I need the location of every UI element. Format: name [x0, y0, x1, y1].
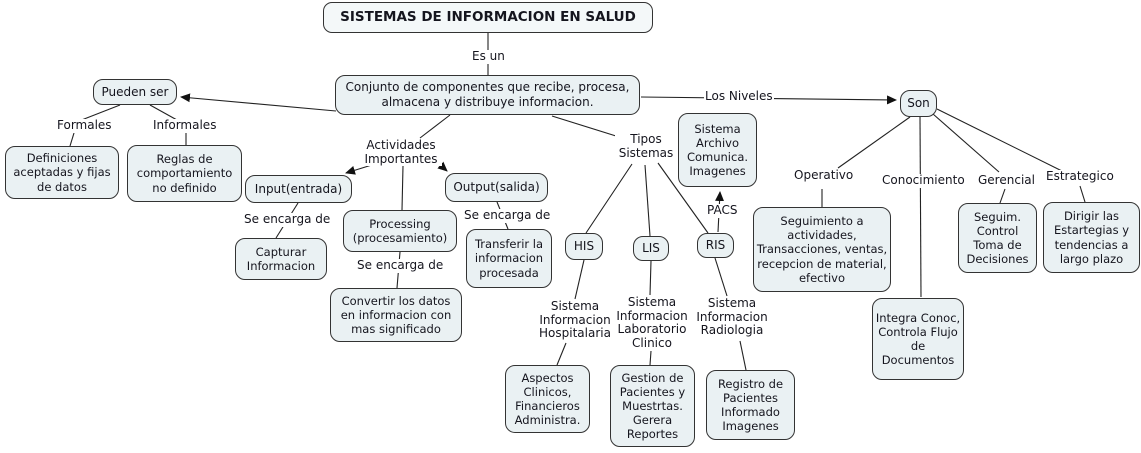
link-label-conocimiento[interactable]: Conocimiento [881, 173, 966, 188]
link-label-formales[interactable]: Formales [56, 118, 113, 133]
node-reglas[interactable]: Reglas de comportamiento no definido [127, 145, 242, 202]
link-label-se-encarga-de-output[interactable]: Se encarga de [463, 208, 552, 223]
node-processing[interactable]: Processing (procesamiento) [343, 210, 457, 252]
node-registro[interactable]: Registro de Pacientes Informado Imagenes [706, 370, 795, 440]
node-transferir[interactable]: Transferir la informacion procesada [466, 229, 552, 288]
link-label-sistema-informacion-radiologia[interactable]: Sistema Informacion Radiologia [692, 296, 772, 338]
link-label-gerencial[interactable]: Gerencial [977, 173, 1036, 188]
node-capturar[interactable]: Capturar Informacion [235, 238, 327, 280]
link-label-tipos-sistemas[interactable]: Tipos Sistemas [615, 132, 677, 161]
node-gestion[interactable]: Gestion de Pacientes y Muestrtas. Gerera… [610, 365, 695, 447]
node-dirigir[interactable]: Dirigir las Estartegias y tendencias a l… [1043, 202, 1140, 273]
node-seguim-control[interactable]: Seguim. Control Toma de Decisiones [958, 203, 1037, 273]
link-label-pacs[interactable]: PACS [706, 203, 739, 218]
node-input[interactable]: Input(entrada) [245, 175, 352, 203]
link-label-los-niveles[interactable]: Los Niveles [704, 89, 774, 104]
node-title[interactable]: SISTEMAS DE INFORMACION EN SALUD [323, 2, 653, 33]
node-integra[interactable]: Integra Conoc, Controla Flujo de Documen… [872, 298, 964, 380]
node-definiciones[interactable]: Definiciones aceptadas y fijas de datos [5, 146, 119, 199]
link-label-sistema-informacion-laboratorio[interactable]: Sistema Informacion Laboratorio Clinico [615, 295, 689, 351]
node-aspectos[interactable]: Aspectos Clinicos, Financieros Administr… [505, 365, 590, 433]
node-convertir[interactable]: Convertir los datos en informacion con m… [330, 288, 462, 342]
node-output[interactable]: Output(salida) [445, 173, 548, 202]
link-label-sistema-informacion-hospitalaria[interactable]: Sistema Informacion Hospitalaria [535, 299, 615, 341]
link-label-es-un[interactable]: Es un [471, 49, 506, 64]
link-label-informales[interactable]: Informales [152, 118, 218, 133]
node-son[interactable]: Son [900, 90, 937, 117]
node-lis[interactable]: LIS [633, 236, 669, 261]
link-label-se-encarga-de-input[interactable]: Se encarga de [243, 212, 332, 227]
link-label-actividades-importantes[interactable]: Actividades Importantes [360, 138, 442, 167]
node-sistema-archivo[interactable]: Sistema Archivo Comunica. Imagenes [678, 113, 757, 187]
node-definition[interactable]: Conjunto de componentes que recibe, proc… [335, 75, 640, 115]
link-label-operativo[interactable]: Operativo [793, 168, 855, 183]
node-seguimiento[interactable]: Seguimiento a actividades, Transacciones… [753, 207, 891, 292]
node-ris[interactable]: RIS [697, 233, 734, 258]
link-label-se-encarga-de-processing[interactable]: Se encarga de [356, 258, 445, 273]
link-label-estrategico[interactable]: Estrategico [1045, 169, 1115, 184]
node-pueden-ser[interactable]: Pueden ser [93, 79, 177, 105]
node-his[interactable]: HIS [565, 233, 603, 260]
